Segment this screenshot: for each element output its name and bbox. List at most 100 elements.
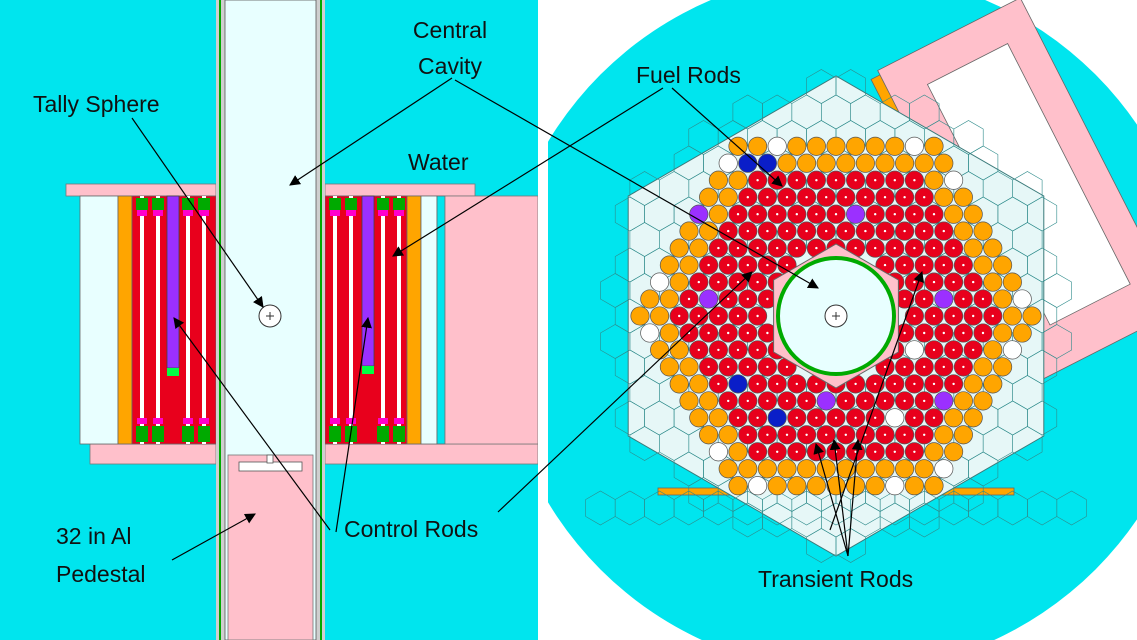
graphite-left xyxy=(117,195,133,445)
fuel-pin-center xyxy=(942,365,945,369)
graphite-pin xyxy=(865,476,885,496)
borated-pin xyxy=(738,153,758,173)
graphite-pin xyxy=(983,340,1003,360)
graphite-pin xyxy=(983,272,1003,292)
graphite-pin xyxy=(934,153,954,173)
fuel-pin-center xyxy=(903,365,906,369)
control-rod-left xyxy=(166,195,180,369)
fuel-rod-stripe xyxy=(186,196,190,444)
fuel-pin-center xyxy=(717,280,720,284)
fuel-pin-center xyxy=(883,399,887,403)
fuel-pin-center xyxy=(746,365,749,369)
graphite-pin xyxy=(924,476,944,496)
fuel-pin-center xyxy=(834,179,838,182)
graphite-pin xyxy=(806,136,826,156)
rod-top-fitting xyxy=(152,198,164,210)
fuel-pin-center xyxy=(844,196,847,199)
fuel-pin-center xyxy=(932,416,936,419)
fuel-pin-center xyxy=(942,229,945,233)
fuel-pin-center xyxy=(854,246,857,250)
borated-pin xyxy=(767,408,787,428)
arrow-transient-3 xyxy=(847,438,863,557)
graphite-pin xyxy=(679,255,699,275)
control-pin xyxy=(689,204,709,224)
graphite-pin xyxy=(777,153,797,173)
graphite-pin xyxy=(993,323,1013,343)
fuel-pin-center xyxy=(795,179,798,182)
graphite-pin xyxy=(718,425,738,445)
rod-top-cap xyxy=(183,210,193,216)
rod-top-cap xyxy=(199,210,209,216)
fuel-pin-center xyxy=(893,382,896,386)
graphite-pin xyxy=(973,255,993,275)
fuel-pin-center xyxy=(932,348,936,352)
fuel-pin-center xyxy=(883,263,887,267)
rod-bottom-fitting xyxy=(152,426,164,442)
fuel-pin-center xyxy=(805,433,808,436)
arrow-cavity-left xyxy=(289,77,453,186)
graphite-pin xyxy=(963,408,983,428)
graphite-pin xyxy=(650,340,670,360)
fuel-pin-center xyxy=(746,433,749,436)
fuel-pin-center xyxy=(903,229,906,233)
fuel-pin-center xyxy=(707,263,710,267)
arrow-fuel-right xyxy=(671,87,783,187)
fuel-rod-stripe xyxy=(397,196,401,444)
rod-bottom-cap xyxy=(153,418,163,424)
label-transient-rods: Transient Rods xyxy=(758,566,913,592)
fuel-pin-center xyxy=(746,297,749,301)
fuel-rod-stripe xyxy=(202,196,206,444)
graphite-pin xyxy=(797,153,817,173)
fuel-pin-center xyxy=(736,314,740,318)
fuel-pin-center xyxy=(864,196,867,199)
fuel-pin-center xyxy=(795,450,798,453)
graphite-pin xyxy=(846,476,866,496)
graphite-pin xyxy=(650,306,670,326)
fuel-pin-center xyxy=(913,416,916,419)
fuel-pin-center xyxy=(707,331,710,335)
empty-pin xyxy=(934,459,954,479)
graphite-pin xyxy=(659,255,679,275)
fuel-pin-center xyxy=(736,416,740,419)
fuel-pin-center xyxy=(913,314,916,318)
fuel-pin-center xyxy=(687,297,691,301)
fuel-pin-center xyxy=(923,331,926,335)
fuel-pin-center xyxy=(952,348,955,352)
fuel-pin-center xyxy=(942,331,945,335)
graphite-pin xyxy=(944,442,964,462)
fuel-pin-center xyxy=(903,433,906,436)
graphite-pin xyxy=(1002,306,1022,326)
fuel-pin-center xyxy=(815,382,818,386)
fuel-pin-center xyxy=(932,280,936,284)
fuel-pin-center xyxy=(756,213,759,216)
fuel-pin-center xyxy=(825,196,828,199)
empty-pin xyxy=(885,476,905,496)
graphite-pin xyxy=(816,153,836,173)
graphite-pin xyxy=(708,204,728,224)
fuel-pin-center xyxy=(717,314,720,318)
arrow-transient-1 xyxy=(813,442,849,557)
fuel-pin-center xyxy=(923,196,926,199)
fuel-pin-center xyxy=(776,382,779,386)
fuel-pin-center xyxy=(785,433,789,436)
graphite-pin xyxy=(895,153,915,173)
rod-bottom-fitting xyxy=(136,426,148,442)
graphite-pin xyxy=(669,238,689,258)
fuel-pin-center xyxy=(923,365,926,369)
rod-top-fitting xyxy=(377,198,389,210)
fuel-pin-center xyxy=(962,263,965,267)
arrow-transient-2 xyxy=(829,438,849,557)
lattice-cell xyxy=(1012,426,1043,461)
al-pedestal xyxy=(227,454,314,640)
top-grid-plate-left xyxy=(65,183,217,197)
rod-bottom-cap xyxy=(183,418,193,424)
fuel-pin-center xyxy=(776,450,779,453)
fuel-pin-center xyxy=(903,263,906,267)
label-tally-sphere: Tally Sphere xyxy=(33,91,160,117)
fuel-rod-stripe xyxy=(140,196,144,444)
empty-pin xyxy=(640,323,660,343)
fuel-pin-center xyxy=(923,263,926,267)
fuel-pin-center xyxy=(972,348,975,352)
